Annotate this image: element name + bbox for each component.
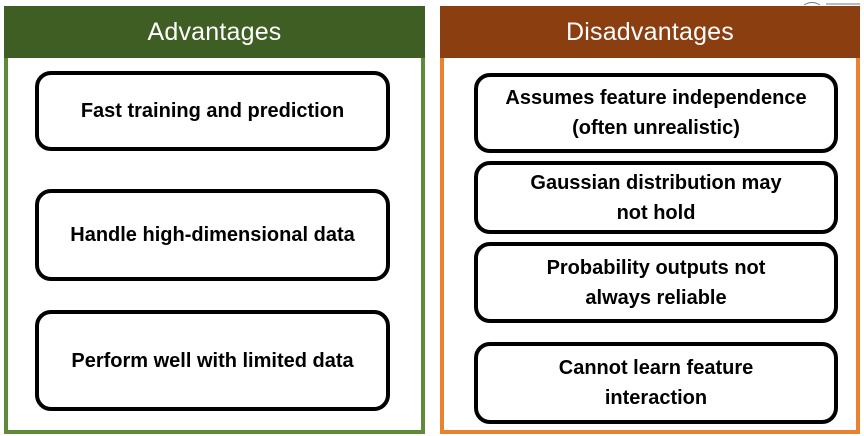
disadvantage-item: Probability outputs not always reliable (474, 242, 838, 323)
advantage-item: Handle high-dimensional data (35, 189, 390, 281)
advantage-item: Fast training and prediction (35, 71, 390, 151)
disadvantages-header: Disadvantages (440, 6, 860, 58)
disadvantage-item: Gaussian distribution may not hold (474, 161, 838, 234)
disadvantage-item: Cannot learn feature interaction (474, 342, 838, 424)
disadvantages-panel: Disadvantages Assumes feature independen… (440, 6, 860, 434)
advantages-panel: Advantages Fast training and prediction … (4, 6, 425, 434)
advantages-header: Advantages (4, 6, 425, 58)
advantage-item: Perform well with limited data (35, 310, 390, 411)
corner-logo-fragment (803, 2, 860, 6)
disadvantage-item: Assumes feature independence (often unre… (474, 73, 838, 153)
